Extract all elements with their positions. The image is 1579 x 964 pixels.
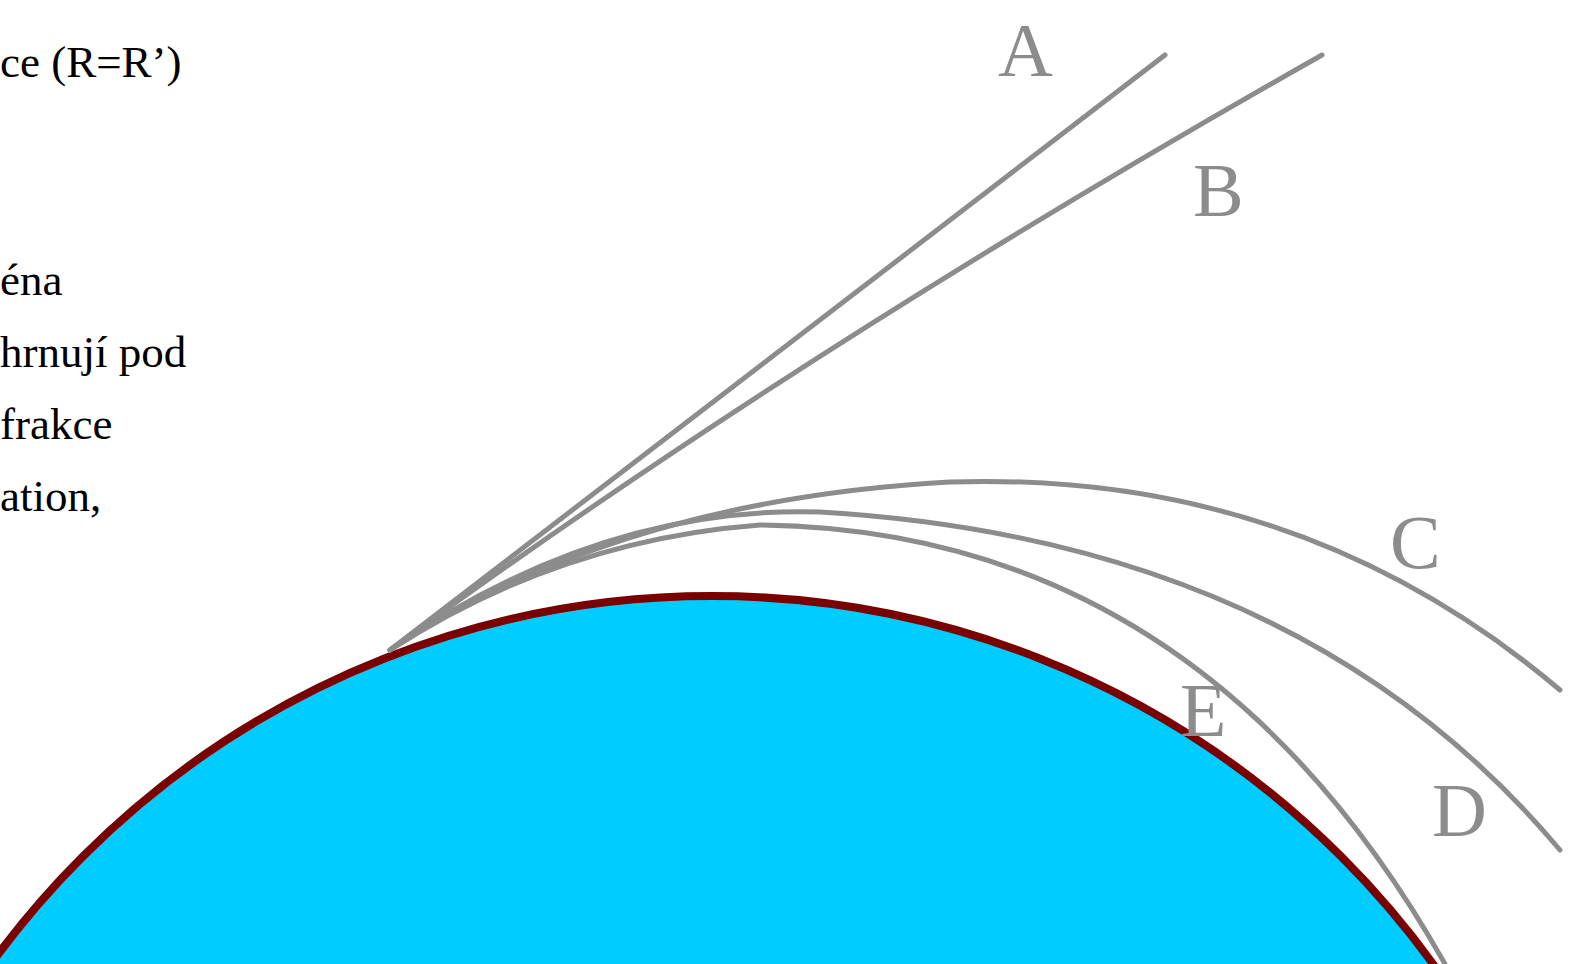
- body-text: ation,: [0, 474, 101, 519]
- ray-label: A: [998, 12, 1053, 88]
- ray-e: [390, 525, 1445, 964]
- ray-b: [390, 55, 1322, 650]
- body-text: éna: [0, 258, 62, 303]
- ray-label: E: [1180, 672, 1226, 748]
- ray-label: B: [1193, 152, 1244, 228]
- ray-label: D: [1432, 772, 1487, 848]
- body-text: frakce: [0, 402, 112, 447]
- body-text: ce (R=R’): [0, 40, 182, 85]
- ray-label: C: [1390, 504, 1441, 580]
- ray-c: [390, 481, 1560, 690]
- ray-a: [390, 55, 1165, 650]
- body-text: hrnují pod: [0, 330, 186, 375]
- earth: [0, 596, 1579, 964]
